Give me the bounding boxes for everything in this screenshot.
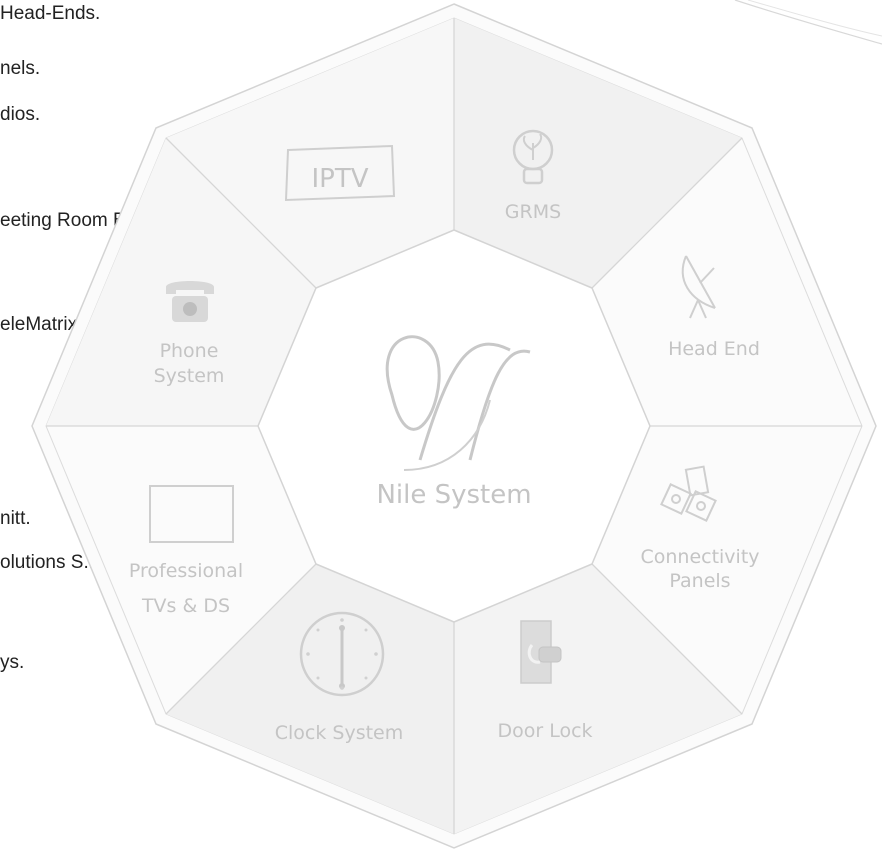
- door-lock-label: Door Lock: [497, 720, 592, 742]
- clock-system-label: Clock System: [275, 722, 404, 744]
- phone-label-line1: Phone: [160, 340, 219, 362]
- segment-shade-iptv: [166, 18, 454, 288]
- tv-screen-icon: [284, 144, 396, 202]
- text-line-schnitt: nitt.: [0, 508, 31, 529]
- grms-label: GRMS: [505, 201, 561, 223]
- connectivity-label-line1: Connectivity: [640, 546, 759, 568]
- segment-professional-tvs: Professional TVs & DS: [129, 485, 243, 617]
- connectivity-label-line2: Panels: [669, 570, 730, 592]
- telephone-icon: [166, 281, 214, 322]
- head-end-label: Head End: [668, 338, 760, 360]
- tv-monitor-icon: [149, 485, 234, 543]
- tvs-label-line2: TVs & DS: [141, 595, 230, 617]
- text-line-solutions: olutions S.L.: [0, 552, 105, 573]
- clock-icon: [299, 611, 385, 697]
- door-lock-icon: [520, 620, 562, 684]
- segment-door-lock: Door Lock: [497, 620, 593, 742]
- segment-connectivity-panels: Connectivity Panels: [640, 465, 760, 592]
- text-line-head-ends: Head-Ends.: [0, 3, 101, 24]
- text-line-radios: dios.: [0, 104, 41, 125]
- connectivity-panels-icon: [660, 465, 717, 522]
- center-octagon: [257, 229, 651, 623]
- segment-shade-clock: [166, 564, 454, 834]
- phone-label-line2: System: [154, 365, 225, 387]
- text-line-telematrix: eleMatrix).: [0, 314, 89, 335]
- segment-phone-system: Phone System: [154, 281, 225, 387]
- text-line-panels: nels.: [0, 58, 41, 79]
- segment-iptv: IPTV: [284, 144, 396, 202]
- iptv-label: IPTV: [311, 164, 368, 194]
- segment-grms: GRMS: [505, 129, 561, 223]
- segment-clock-system: Clock System: [275, 611, 404, 744]
- center-label: Nile System: [376, 480, 531, 510]
- lightbulb-leaf-icon: [512, 129, 554, 185]
- segment-shade-grms: [454, 18, 742, 288]
- tvs-label-line1: Professional: [129, 560, 243, 582]
- text-line-days: ys.: [0, 652, 25, 673]
- satellite-dish-icon: [681, 255, 716, 319]
- segment-head-end: Head End: [668, 255, 760, 360]
- nile-system-logo-icon: [385, 335, 531, 471]
